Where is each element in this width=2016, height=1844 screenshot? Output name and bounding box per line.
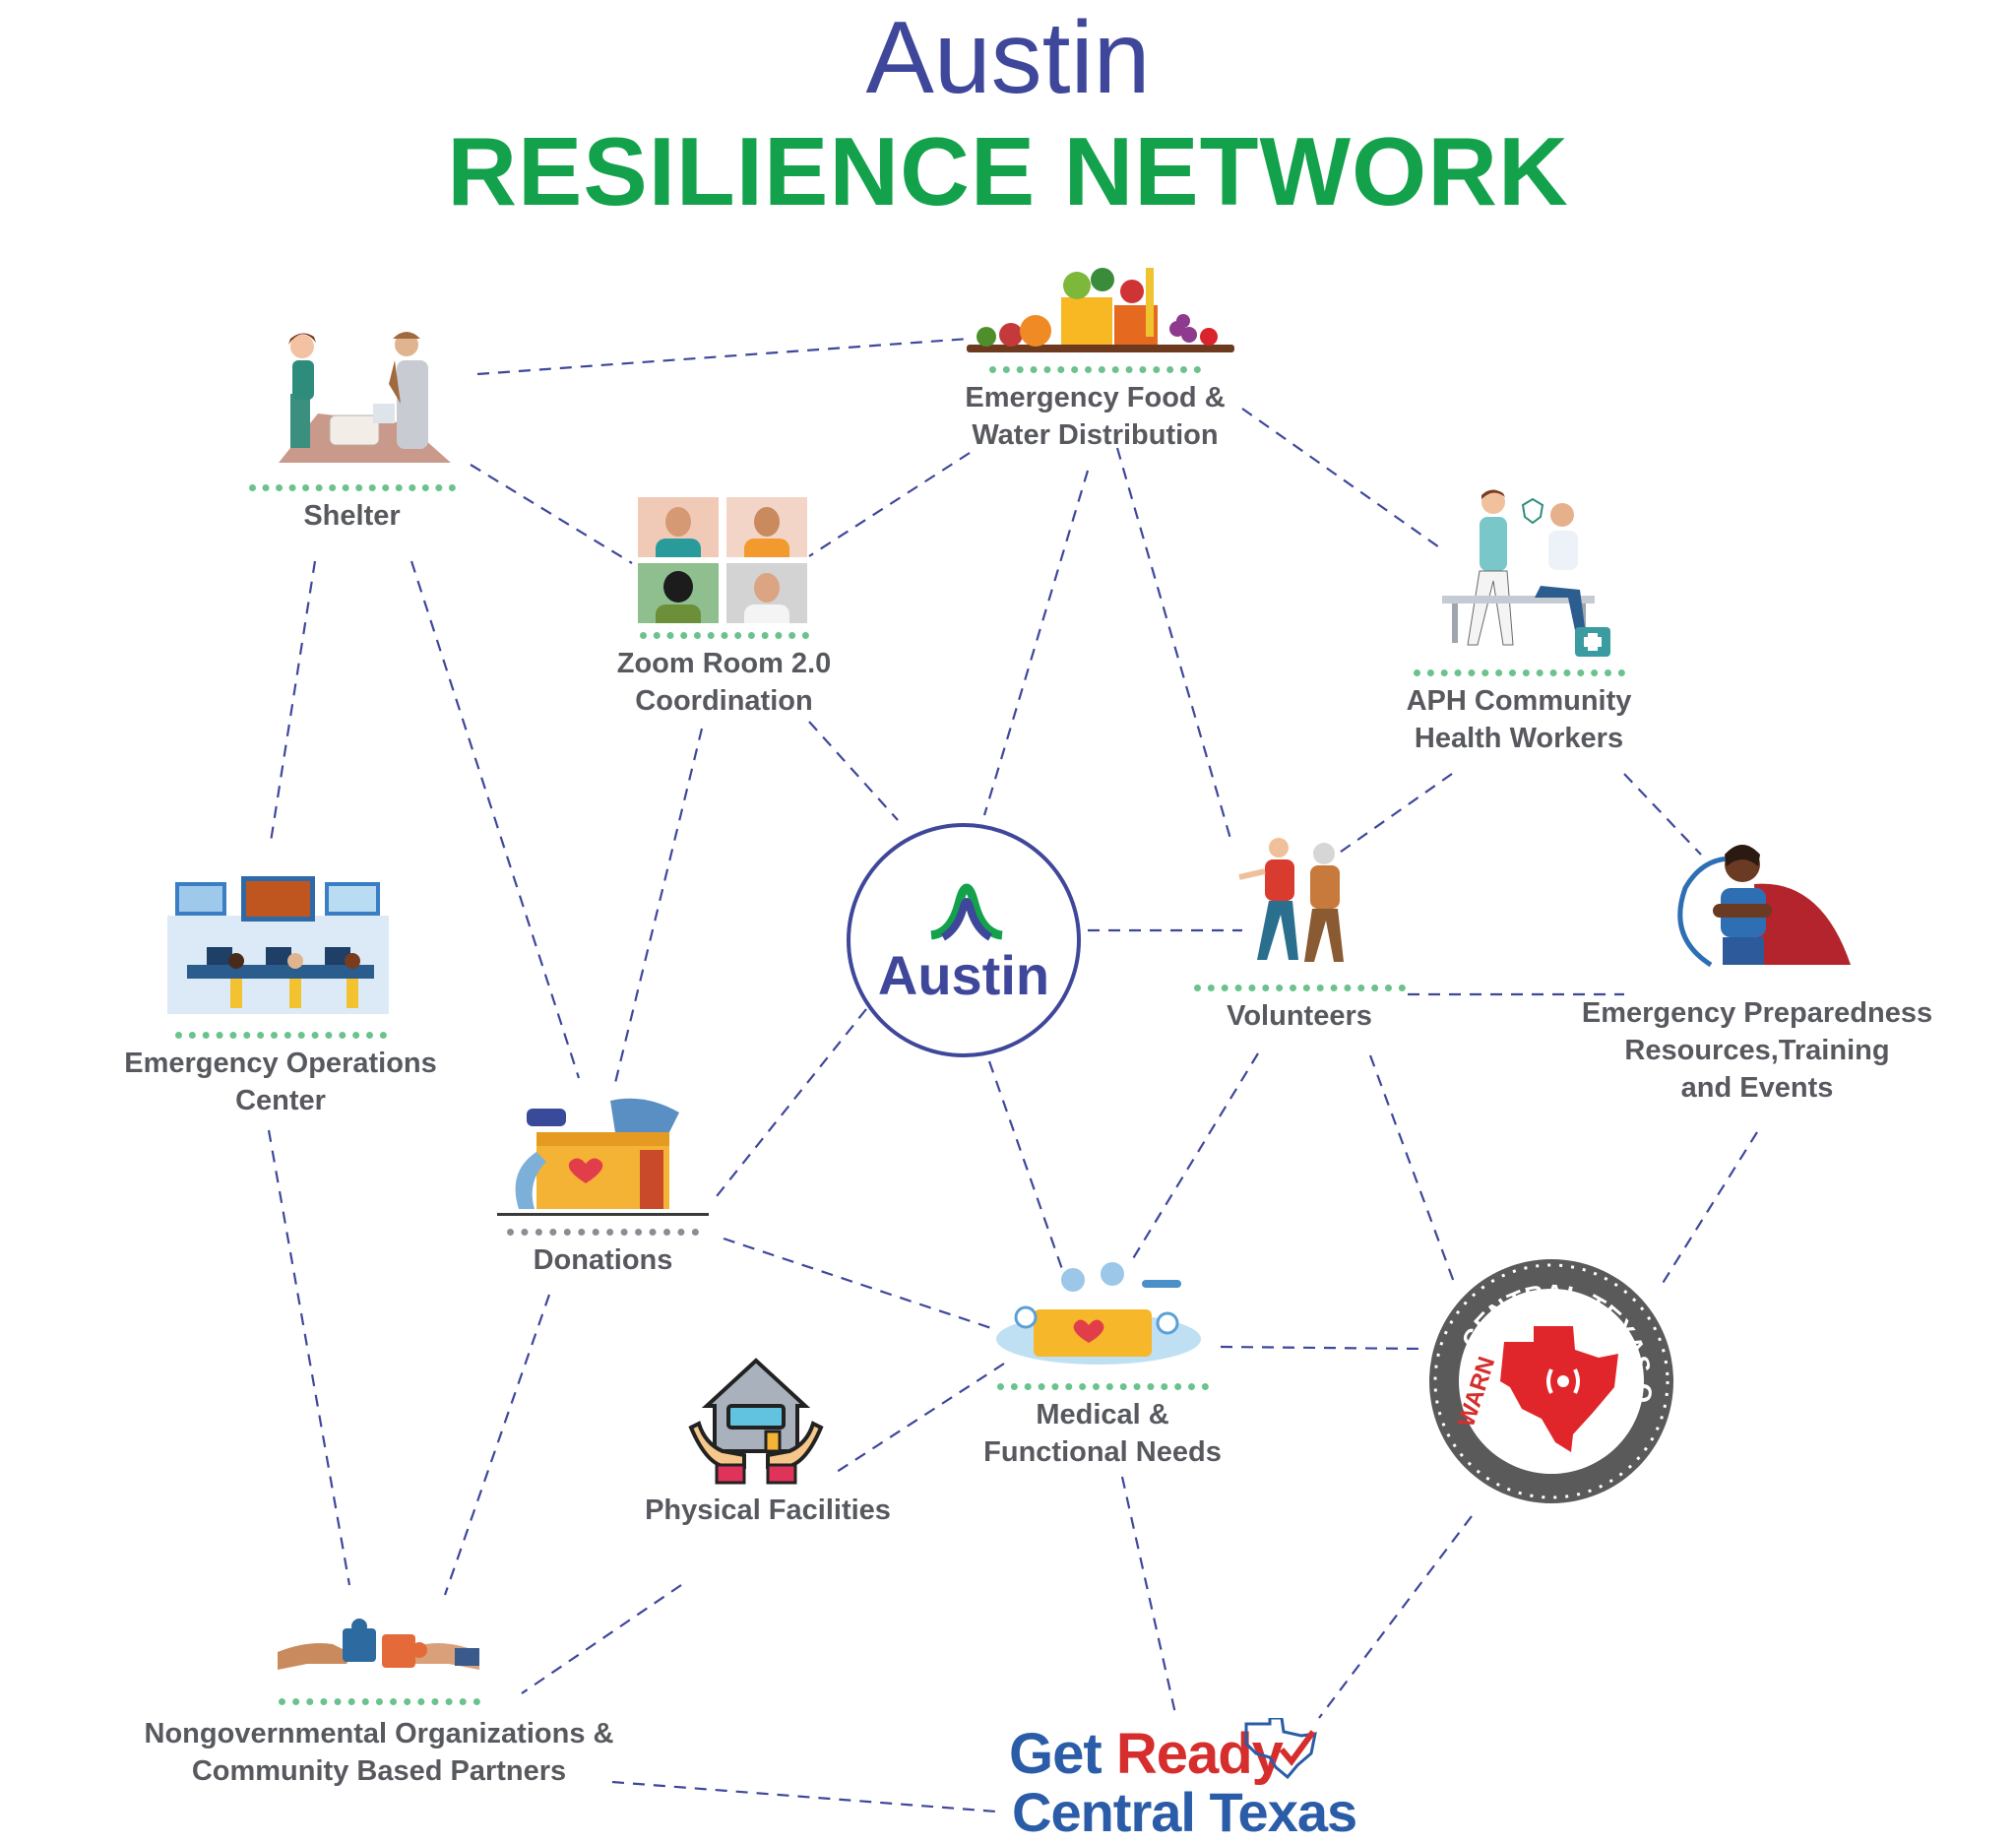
aph-label: APH Community Health Workers [1406, 685, 1632, 754]
node-eoc: Emergency Operations Center [103, 1032, 458, 1119]
link-hub-medical [987, 1060, 1065, 1273]
medical-supplies-icon [996, 1262, 1201, 1365]
volunteers-icon [1238, 838, 1344, 962]
house-hands-icon [688, 1358, 824, 1485]
link-donations-medical [723, 1237, 995, 1331]
dotted-divider [174, 1032, 387, 1039]
medical-label: Medical & Functional Needs [983, 1399, 1222, 1468]
dotted-divider [1193, 985, 1406, 991]
link-warn-getready [1318, 1515, 1473, 1719]
operations-center-icon [167, 876, 389, 1014]
ngo-label: Nongovernmental Organizations & Communit… [144, 1718, 614, 1787]
dotted-divider [507, 1229, 699, 1236]
link-preparedness-warn [1661, 1131, 1758, 1286]
dotted-divider [639, 632, 809, 639]
node-facilities: Physical Facilities [620, 1492, 915, 1529]
link-donations-ngo [443, 1294, 551, 1596]
link-shelter-zoom [470, 464, 633, 564]
node-shelter: Shelter [246, 484, 458, 535]
participant-tile [638, 563, 719, 623]
link-food-hub [982, 470, 1090, 816]
link-volunteers-warn [1368, 1054, 1457, 1286]
hub-austin-text: Austin [877, 944, 1050, 1006]
node-medical: Medical & Functional Needs [960, 1383, 1245, 1471]
eoc-label: Emergency Operations Center [124, 1048, 437, 1116]
austin-hub: Austin [847, 823, 1081, 1057]
dotted-divider [996, 1383, 1209, 1390]
health-workers-icon [1442, 489, 1610, 657]
warn-central-texas-logo: CENTRAL TEXAS.ORG WARN [1425, 1255, 1673, 1503]
donations-label: Donations [533, 1244, 673, 1276]
link-volunteers-medical [1131, 1052, 1259, 1261]
title-resilience-network: RESILIENCE NETWORK [447, 117, 1569, 225]
link-shelter-eoc [269, 560, 317, 843]
get-text: Get [1009, 1722, 1102, 1786]
dotted-divider [1413, 669, 1625, 676]
participant-tile [726, 497, 807, 557]
zoom-participants-icon [638, 497, 807, 623]
link-medical-warn [1220, 1345, 1423, 1351]
link-eoc-ngo [267, 1129, 351, 1586]
node-food-water: Emergency Food & Water Distribution [945, 366, 1245, 454]
superhero-icon [1677, 845, 1851, 967]
link-medical-facilities [836, 1363, 1005, 1473]
node-zoom-room: Zoom Room 2.0 Coordination [589, 632, 859, 720]
link-shelter-donations [410, 560, 581, 1079]
shelter-label: Shelter [303, 500, 401, 532]
food-produce-icon [967, 268, 1234, 352]
link-food-zoom [808, 452, 971, 557]
link-shelter-food [476, 337, 971, 376]
link-food-volunteers [1115, 447, 1232, 840]
puzzle-hands-icon [278, 1619, 479, 1670]
participant-tile [726, 563, 807, 623]
facilities-label: Physical Facilities [645, 1494, 891, 1526]
link-hub-donations [716, 1008, 867, 1197]
link-medical-getready [1120, 1476, 1178, 1719]
food-water-label: Emergency Food & Water Distribution [965, 382, 1226, 451]
link-food-aph [1241, 408, 1443, 550]
link-facilities-ngo [521, 1584, 682, 1694]
link-ngo-getready [611, 1780, 997, 1813]
link-zoom-donations [613, 728, 704, 1084]
dotted-divider [248, 484, 456, 491]
dotted-divider [278, 1698, 480, 1705]
link-aph-preparedness [1623, 773, 1702, 856]
node-aph: APH Community Health Workers [1376, 669, 1662, 757]
preparedness-label: Emergency Preparedness Resources,Trainin… [1581, 997, 1933, 1104]
austin-logo-icon [930, 883, 1003, 941]
node-donations: Donations [487, 1229, 719, 1279]
volunteers-label: Volunteers [1227, 1000, 1372, 1032]
zoom-room-label: Zoom Room 2.0 Coordination [616, 648, 832, 717]
link-zoom-hub [808, 721, 899, 821]
participant-tile [638, 497, 719, 557]
shelter-icon [279, 332, 451, 463]
dotted-divider [989, 366, 1201, 373]
get-ready-logo-line2: Central Texas [1012, 1781, 1357, 1843]
node-preparedness: Emergency Preparedness Resources,Trainin… [1550, 994, 1964, 1107]
title-austin: Austin [865, 1, 1151, 115]
node-volunteers: Volunteers [1191, 985, 1408, 1035]
node-ngo: Nongovernmental Organizations & Communit… [103, 1698, 655, 1790]
texas-check-icon [1244, 1718, 1317, 1779]
link-aph-volunteers [1333, 773, 1453, 858]
donation-box-icon [497, 1098, 709, 1216]
